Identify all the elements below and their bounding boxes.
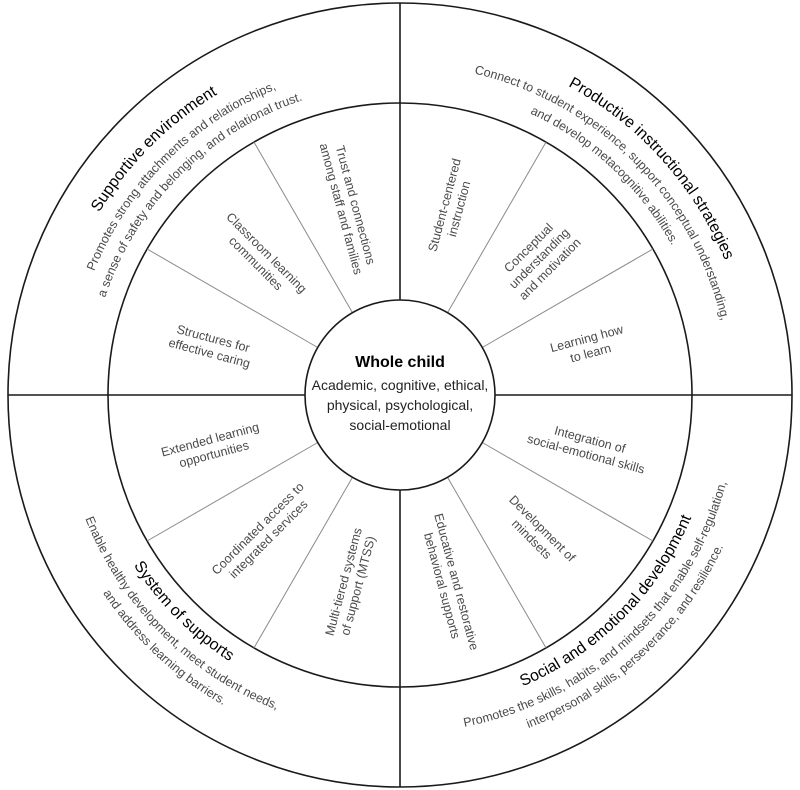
sector-label-learning-how-to-learn: Learning howto learn xyxy=(549,322,630,370)
quadrant-social-emotional-development: Social and emotional development Promote… xyxy=(462,480,729,731)
sector-label-trust-and-connections: Trust and connectionsamong staff and fam… xyxy=(317,138,380,276)
center-title: Whole child xyxy=(355,354,445,371)
sector-label-classroom-learning-communities: Classroom learningcommunities xyxy=(213,210,310,307)
sector-label-structures-for-effective-caring: Structures foreffective caring xyxy=(167,321,256,371)
sector-label-educative-restorative-supports: Educative and restorativebehavioral supp… xyxy=(417,512,482,656)
sector-label-development-of-mindsets: Development ofmindsets xyxy=(496,493,579,576)
center-circle xyxy=(304,299,496,491)
sector-label-mtss: Multi-tiered systemsof support (MTSS) xyxy=(323,526,380,641)
center-line: physical, psychological, xyxy=(327,397,473,413)
center-line: Academic, cognitive, ethical, xyxy=(312,377,489,393)
spoke xyxy=(253,141,353,313)
spoke xyxy=(146,442,318,542)
spoke xyxy=(482,248,654,348)
sector-label-conceptual-understanding: Conceptualunderstandingand motivation xyxy=(495,214,584,303)
spoke xyxy=(482,442,654,542)
sector-label-extended-learning: Extended learningopportunities xyxy=(160,420,265,474)
sector-label-integration-of-sel-skills: Integration ofsocial-emotional skills xyxy=(526,417,650,476)
spoke xyxy=(253,477,353,649)
sector-label-student-centered-instruction: Student-centeredinstruction xyxy=(426,157,479,257)
spoke xyxy=(447,477,547,649)
spoke xyxy=(146,248,318,348)
spokes xyxy=(146,141,654,649)
spoke xyxy=(447,141,547,313)
center-line: social-emotional xyxy=(349,417,450,433)
